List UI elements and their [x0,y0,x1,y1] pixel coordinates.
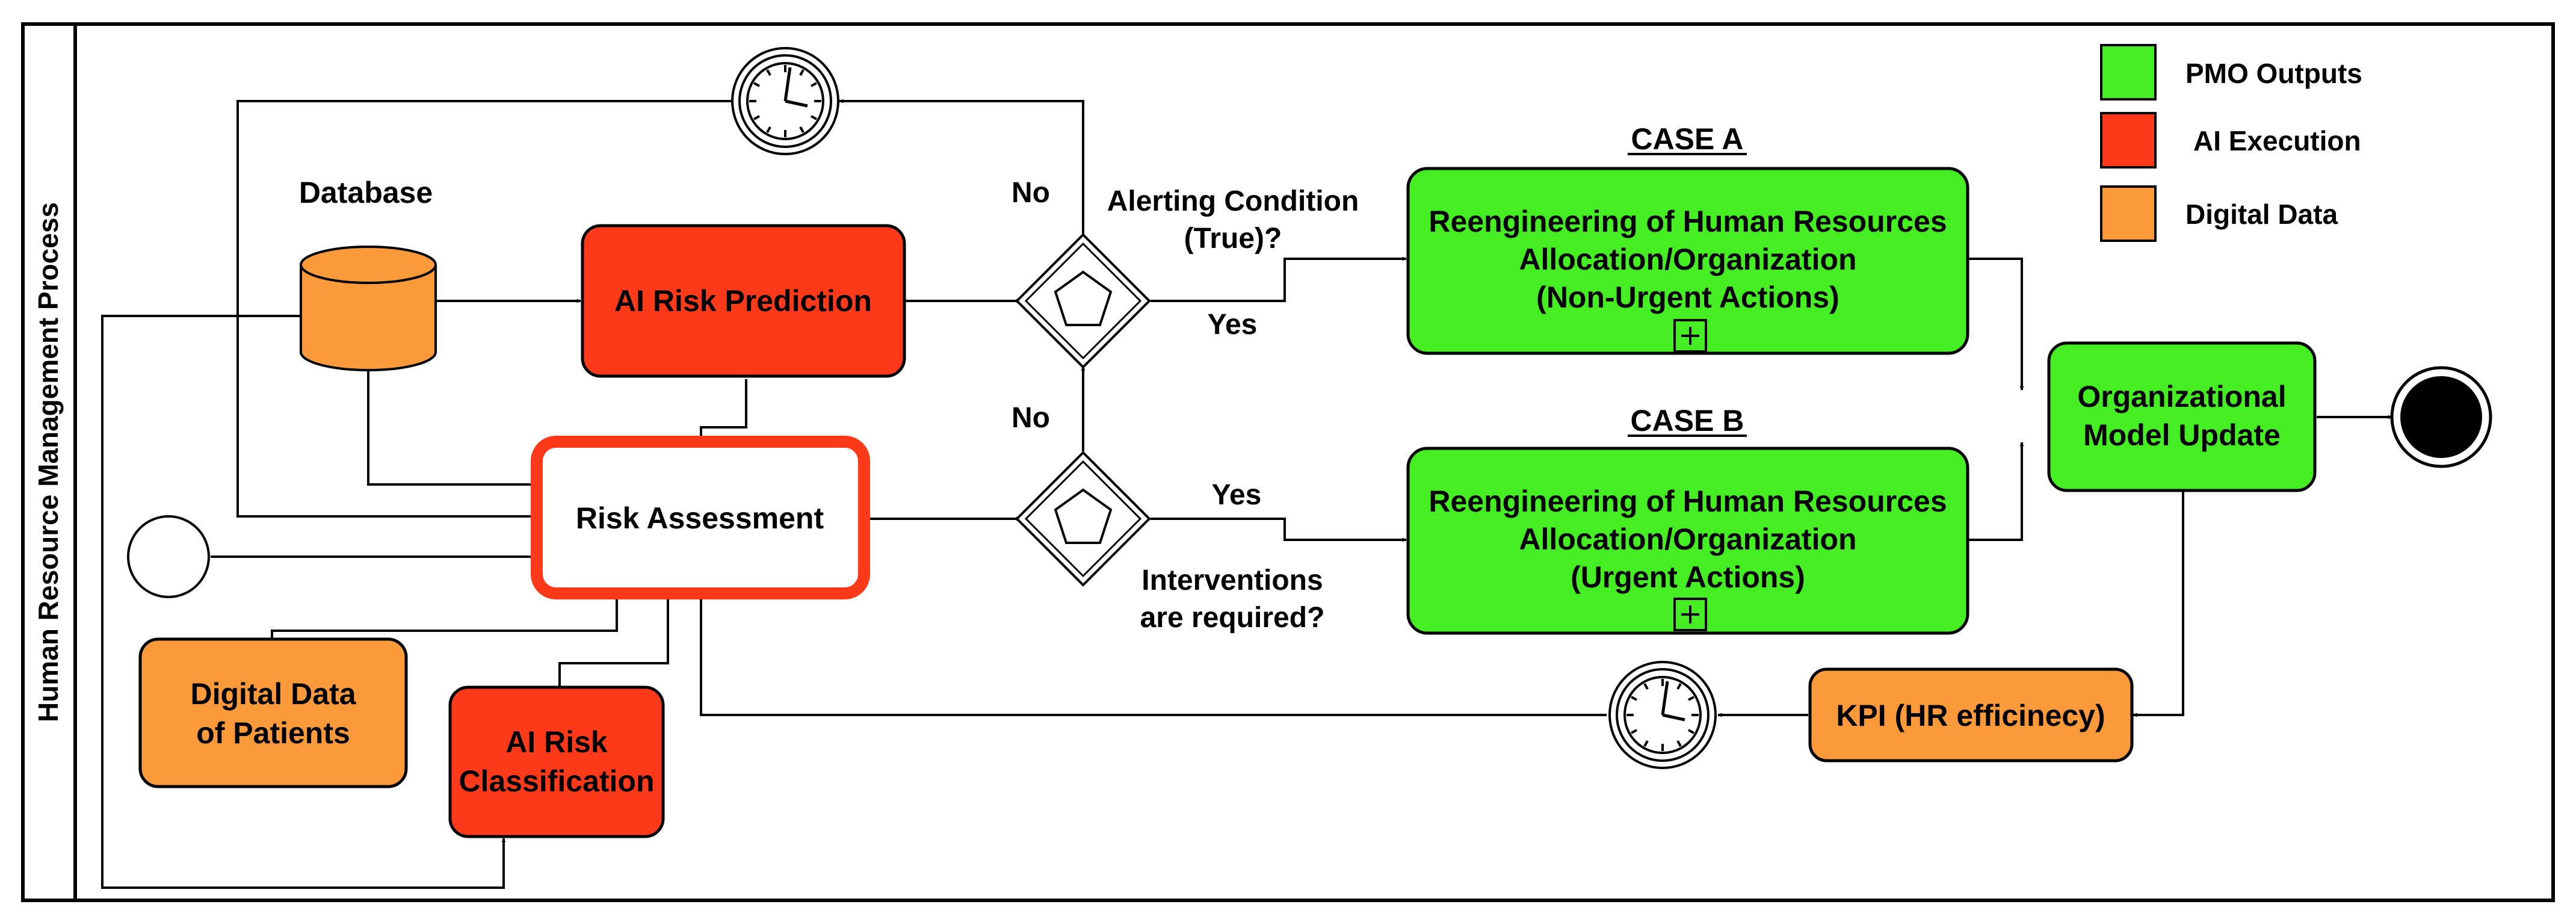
ai-risk-classification-line1: AI Risk [505,725,608,759]
digital-data-patients-node[interactable]: Digital Data of Patients [138,637,408,788]
yes-label-top: Yes [1208,309,1258,341]
alerting-condition-line2: (True)? [1184,223,1282,255]
timer-event-bottom-icon[interactable] [1608,661,1717,769]
ai-risk-classification-task[interactable]: AI Risk Classification [448,685,665,838]
no-label-top: No [1012,177,1050,209]
expand-marker-icon[interactable] [1673,598,1707,631]
case-b-line2: Allocation/Organization [1519,522,1856,556]
sequence-flows [101,99,2392,889]
ai-risk-prediction-task[interactable]: AI Risk Prediction [581,224,906,378]
database-label: Database [299,176,433,209]
gateway-alerting-condition[interactable] [1015,233,1151,369]
digital-data-patients-line1: Digital Data [190,677,356,711]
risk-assessment-label: Risk Assessment [576,501,824,535]
legend-label-pmo: PMO Outputs [2185,58,2362,89]
legend-swatch-digital [2100,185,2157,242]
pool-frame [21,22,2555,902]
org-model-update-line1: Organizational [2077,380,2286,413]
case-b-subprocess[interactable]: Reengineering of Human Resources Allocat… [1406,447,1969,635]
interventions-line1: Interventions [1141,565,1323,596]
expand-marker-icon[interactable] [1673,319,1707,353]
pool-label: Human Resource Management Process [32,202,64,722]
yes-label-bottom: Yes [1212,479,1262,511]
case-a-line3: (Non-Urgent Actions) [1536,280,1839,314]
legend-label-ai: AI Execution [2193,125,2361,156]
legend-label-digital: Digital Data [2185,199,2338,230]
gateway-interventions-required[interactable] [1015,451,1151,587]
start-event[interactable] [127,515,210,598]
case-a-subprocess[interactable]: Reengineering of Human Resources Allocat… [1406,167,1969,355]
interventions-line2: are required? [1140,602,1325,634]
case-b-line1: Reengineering of Human Resources [1429,484,1947,518]
ai-risk-prediction-label: AI Risk Prediction [614,284,872,318]
case-b-line3: (Urgent Actions) [1571,560,1805,594]
end-event[interactable] [2390,366,2492,468]
ai-risk-classification-line2: Classification [459,764,654,798]
legend-swatch-pmo [2100,44,2157,101]
legend-swatch-ai [2100,112,2157,169]
kpi-node[interactable]: KPI (HR efficinecy) [1808,667,2134,763]
pentagon-icon [1054,488,1113,544]
legend: PMO Outputs AI Execution Digital Data [2100,44,2362,242]
org-model-update-line2: Model Update [2083,418,2281,452]
case-a-line1: Reengineering of Human Resources [1429,205,1947,238]
no-label-bottom: No [1012,402,1050,434]
alerting-condition-line1: Alerting Condition [1107,185,1359,217]
case-a-line2: Allocation/Organization [1519,243,1856,276]
case-a-title: CASE A [1631,122,1743,156]
timer-event-top-icon[interactable] [731,47,839,155]
risk-assessment-task[interactable]: Risk Assessment [531,436,870,599]
digital-data-patients-line2: of Patients [196,716,350,750]
pentagon-icon [1054,270,1113,326]
kpi-label: KPI (HR efficinecy) [1836,699,2105,732]
case-b-title: CASE B [1631,404,1744,438]
org-model-update-task[interactable]: Organizational Model Update [2047,341,2317,492]
database-icon[interactable] [300,246,437,371]
